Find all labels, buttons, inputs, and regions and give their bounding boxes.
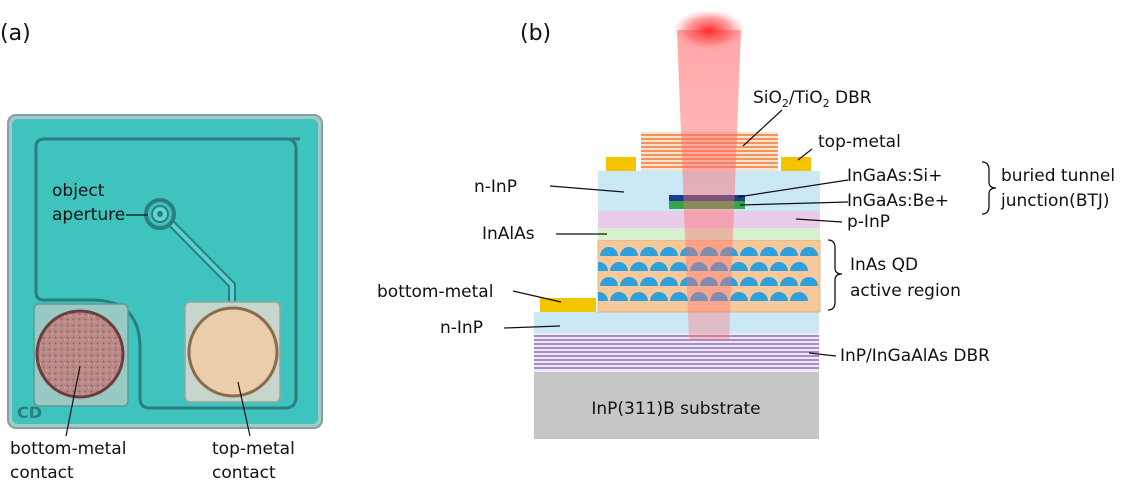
n-inp-lower-annotation: n-InP (440, 318, 561, 338)
inalas-label: InAlAs (482, 224, 535, 244)
inalas-annotation: InAlAs (482, 224, 607, 244)
btj-label-2: junction(BTJ) (1000, 191, 1110, 211)
bottom-dbr (534, 333, 819, 372)
panel-b: (b) InP(311)B substrate (377, 10, 1115, 439)
n-inp-lower-label: n-InP (440, 318, 483, 338)
panel-a: (a) CD object aperture (0, 21, 323, 483)
bottom-contact-annotation: bottom-metal contact (10, 365, 126, 483)
n-inp-upper-label: n-InP (474, 177, 517, 197)
object-aperture-annotation: object aperture (52, 181, 148, 225)
p-inp-label: p-InP (847, 212, 890, 232)
top-metal-pad (187, 306, 279, 398)
top-dbr-label-sub: 2 (782, 97, 789, 110)
corner-letters: CD (17, 403, 42, 422)
btj-brace (981, 161, 997, 215)
bottom-metal-annotation: bottom-metal (377, 282, 562, 303)
top-dbr-label-sub: 2 (823, 97, 830, 110)
substrate-label: InP(311)B substrate (591, 399, 760, 419)
chip-trace (34, 137, 300, 410)
n-inp-lower-layer (534, 312, 819, 333)
object-aperture-ring (144, 198, 176, 230)
chip-photo: CD (7, 114, 323, 429)
bottom-contact-label-2: contact (10, 463, 74, 483)
top-metal-right (781, 157, 811, 171)
p-inp-annotation: p-InP (795, 212, 890, 232)
top-contact-annotation: top-metal contact (212, 381, 295, 483)
n-inp-upper-annotation: n-InP (474, 177, 625, 197)
top-dbr-annotation: SiO2/TiO2 DBR (742, 88, 872, 147)
top-metal-label: top-metal (818, 132, 901, 152)
laser-spot (673, 10, 745, 50)
ingaas-be-label: InGaAs:Be+ (847, 191, 949, 211)
ingaas-si-label: InGaAs:Si+ (847, 166, 942, 186)
qd-label-2: active region (850, 281, 961, 301)
qd-annotation: InAs QD active region (827, 239, 961, 311)
object-aperture-label-2: aperture (52, 205, 125, 225)
svg-text:SiO2/TiO2 DBR: SiO2/TiO2 DBR (753, 88, 872, 110)
bottom-contact-label-1: bottom-metal (10, 439, 126, 459)
bottom-metal-pad (35, 309, 125, 399)
top-metal-annotation: top-metal (797, 132, 901, 161)
top-dbr-label-part: /TiO (789, 88, 823, 108)
object-aperture-label-1: object (52, 181, 105, 201)
substrate-layer (534, 372, 819, 439)
top-contact-label-2: contact (212, 463, 276, 483)
qd-brace (827, 239, 843, 311)
qd-label-1: InAs QD (850, 255, 918, 275)
btj-annotation: InGaAs:Si+ InGaAs:Be+ buried tunnel junc… (737, 161, 1115, 215)
bottom-dbr-label: InP/InGaAlAs DBR (840, 346, 990, 366)
btj-label-1: buried tunnel (1001, 166, 1115, 186)
bottom-metal-block (540, 298, 596, 312)
bottom-metal-label: bottom-metal (377, 282, 493, 302)
top-contact-label-1: top-metal (212, 439, 295, 459)
panel-b-label: (b) (520, 21, 551, 46)
top-dbr-label-part: DBR (830, 88, 872, 108)
laser-beam (673, 10, 745, 340)
panel-a-label: (a) (0, 21, 31, 46)
top-metal-left (606, 157, 636, 171)
bottom-dbr-annotation: InP/InGaAlAs DBR (808, 346, 990, 366)
aperture-lead-inner (168, 220, 234, 303)
top-dbr-label-part: SiO (753, 88, 782, 108)
